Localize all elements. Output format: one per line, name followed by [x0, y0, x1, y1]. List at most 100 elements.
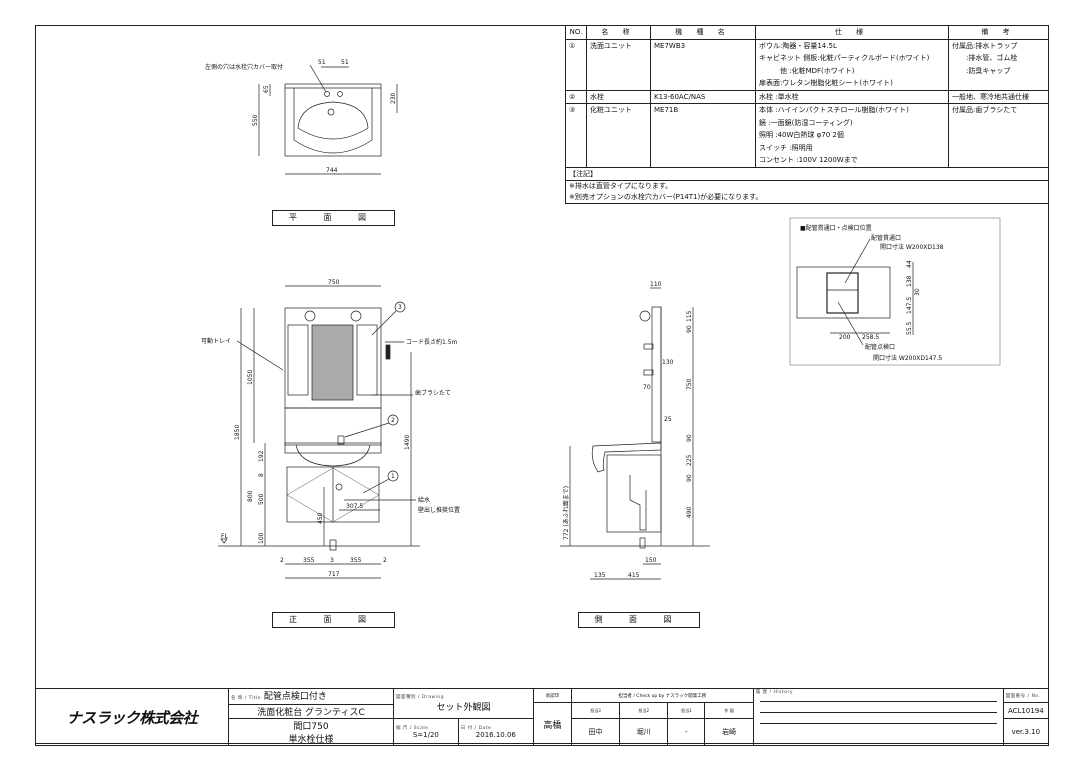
light-band: [284, 407, 382, 446]
dim-label: 800: [247, 490, 254, 502]
trap-pipe: [629, 475, 647, 531]
faucet-icon: [337, 435, 345, 445]
counter: [284, 442, 382, 454]
dim-label: 25: [664, 416, 672, 423]
plan-view: 左側の穴は水栓穴カバー取付 51 51 65 550 230 744: [205, 59, 398, 175]
history-cell: 履 歴 / History: [752, 688, 1004, 746]
title-block: ナスラック株式会社 名 称 / Title 配管点検口付き 洗面化粧台 グランテ…: [35, 688, 1050, 746]
dim-label: 450: [317, 512, 324, 524]
dim-label: 550: [252, 114, 259, 126]
basin-bowl: [297, 101, 369, 140]
company-name: ナスラック株式会社: [66, 708, 198, 727]
leader-line: [309, 64, 327, 93]
light-bulb-icon: [639, 310, 651, 322]
switch-icon: [385, 344, 391, 360]
remark-line: :防臭キャップ: [952, 66, 1011, 75]
check-role: 担当2: [619, 702, 669, 719]
fl-label: FL: [221, 533, 228, 540]
drain-icon: [327, 108, 335, 116]
dim-label: 55.5: [906, 321, 913, 335]
vanity-side: [606, 454, 662, 533]
spec-line: 他 :化粧MDF(ホワイト): [759, 66, 855, 75]
spec-line: 本体 :ハイインパクトスチロール樹脂(ホワイト): [759, 106, 909, 114]
dim-label: 717: [328, 571, 340, 578]
mirror: [311, 324, 354, 401]
spec-table: NO. 名 称 機 種 名 仕 様 備 考 ① 洗面ユニット ME7WB3 ボウ…: [565, 25, 1049, 204]
dim-label: 115: [686, 310, 693, 322]
dim-label: 51: [318, 59, 326, 66]
spec-line: ボウル:陶器・容量14.5L: [759, 41, 837, 50]
checker: 堀川: [619, 718, 669, 746]
dim-label: 355: [303, 557, 315, 564]
pipe-opening: [826, 272, 859, 314]
spec-line: 鏡 :一面鏡(防湿コーティング): [759, 118, 853, 127]
row-name: 化粧ユニット: [586, 103, 651, 168]
dim-label: 100: [258, 532, 265, 544]
table-row: ③ 化粧ユニット ME71B 本体 :ハイインパクトスチロール樹脂(ホワイト) …: [565, 103, 1049, 168]
date-label: 日 付 / Date: [460, 726, 492, 731]
drawing-number: ACL10194: [1002, 702, 1050, 719]
basin-side: [591, 442, 662, 473]
pipe-detail-box: [789, 217, 1001, 366]
dim-label: 230: [390, 92, 397, 104]
dim-label: 2: [383, 557, 387, 564]
leader-line: [844, 238, 871, 284]
basin-counter: [293, 88, 373, 154]
number-label: 図面番号 / No.: [1005, 693, 1041, 699]
vanity-bottom-plan: [796, 266, 891, 319]
approval-label: 承認印: [532, 688, 572, 703]
dim-label: 355: [350, 557, 362, 564]
dim-label: 138: [906, 275, 913, 287]
dim-label: 90: [686, 474, 693, 482]
check-role: 作 図: [704, 702, 754, 719]
dim-label: 750: [686, 378, 693, 390]
note-line: ※排水は直管タイプになります。: [569, 182, 673, 190]
side-view-label: 側 面 図: [578, 612, 700, 628]
dim-label: 2: [280, 557, 284, 564]
drawing-type: セット外観図: [436, 703, 491, 713]
left-shelf: [287, 324, 309, 396]
table-row: ① 洗面ユニット ME7WB3 ボウル:陶器・容量14.5L キャビネット 側板…: [565, 38, 1049, 91]
cord-label: コード長さ約1.5m: [406, 338, 458, 346]
row-model: ME71B: [650, 103, 756, 168]
title-line: 配管点検口付き: [263, 692, 327, 702]
dim-label: 490: [686, 506, 693, 518]
title-line: 単水栓仕様: [288, 735, 334, 745]
light-bulb-icon: [304, 310, 316, 322]
water-supply-label: 給水: [418, 496, 430, 504]
remark-line: 付属品:排水トラップ: [952, 41, 1018, 50]
dim-label: 51: [341, 59, 349, 66]
leader-line: [362, 478, 390, 494]
dim-label: 30: [914, 288, 921, 296]
scale-value: S=1/20: [412, 731, 439, 739]
light-bulb-icon: [350, 310, 362, 322]
title-label: 名 称 / Title: [231, 696, 261, 701]
remark-line: :排水管、ゴム栓: [952, 54, 1018, 62]
spec-line: スイッチ :照明用: [759, 143, 813, 152]
right-shelf: [356, 324, 378, 396]
spec-line: 照明 :40W白熱球 φ70 2個: [759, 131, 844, 139]
checker: 田中: [570, 718, 621, 746]
row-model: ME7WB3: [650, 38, 756, 91]
dim-label: 150: [645, 557, 657, 564]
pipe-detail-title: ■配管貫通口・点検口位置: [800, 224, 872, 232]
faucet-icon: [337, 91, 343, 97]
title-line: 間口750: [293, 722, 329, 732]
history-label: 履 歴 / History: [755, 690, 794, 695]
check-role: 担当3: [570, 702, 621, 719]
row-remarks: 付属品:歯ブラシたて: [948, 103, 1049, 168]
shelf-side: [643, 343, 654, 350]
dim-label: 110: [650, 281, 662, 288]
drain-pipe: [329, 539, 337, 551]
item-callout-2: [387, 414, 399, 426]
dim-label: 200: [839, 334, 851, 341]
number-label-cell: 図面番号 / No.: [1002, 688, 1050, 703]
check-role: 担当1: [667, 702, 706, 719]
title-line: 洗面化粧台 グランティスC: [229, 704, 393, 718]
dim-label: 307.5: [346, 503, 363, 510]
dim-label: 90: [686, 325, 693, 333]
fl-marker-icon: [220, 538, 228, 544]
